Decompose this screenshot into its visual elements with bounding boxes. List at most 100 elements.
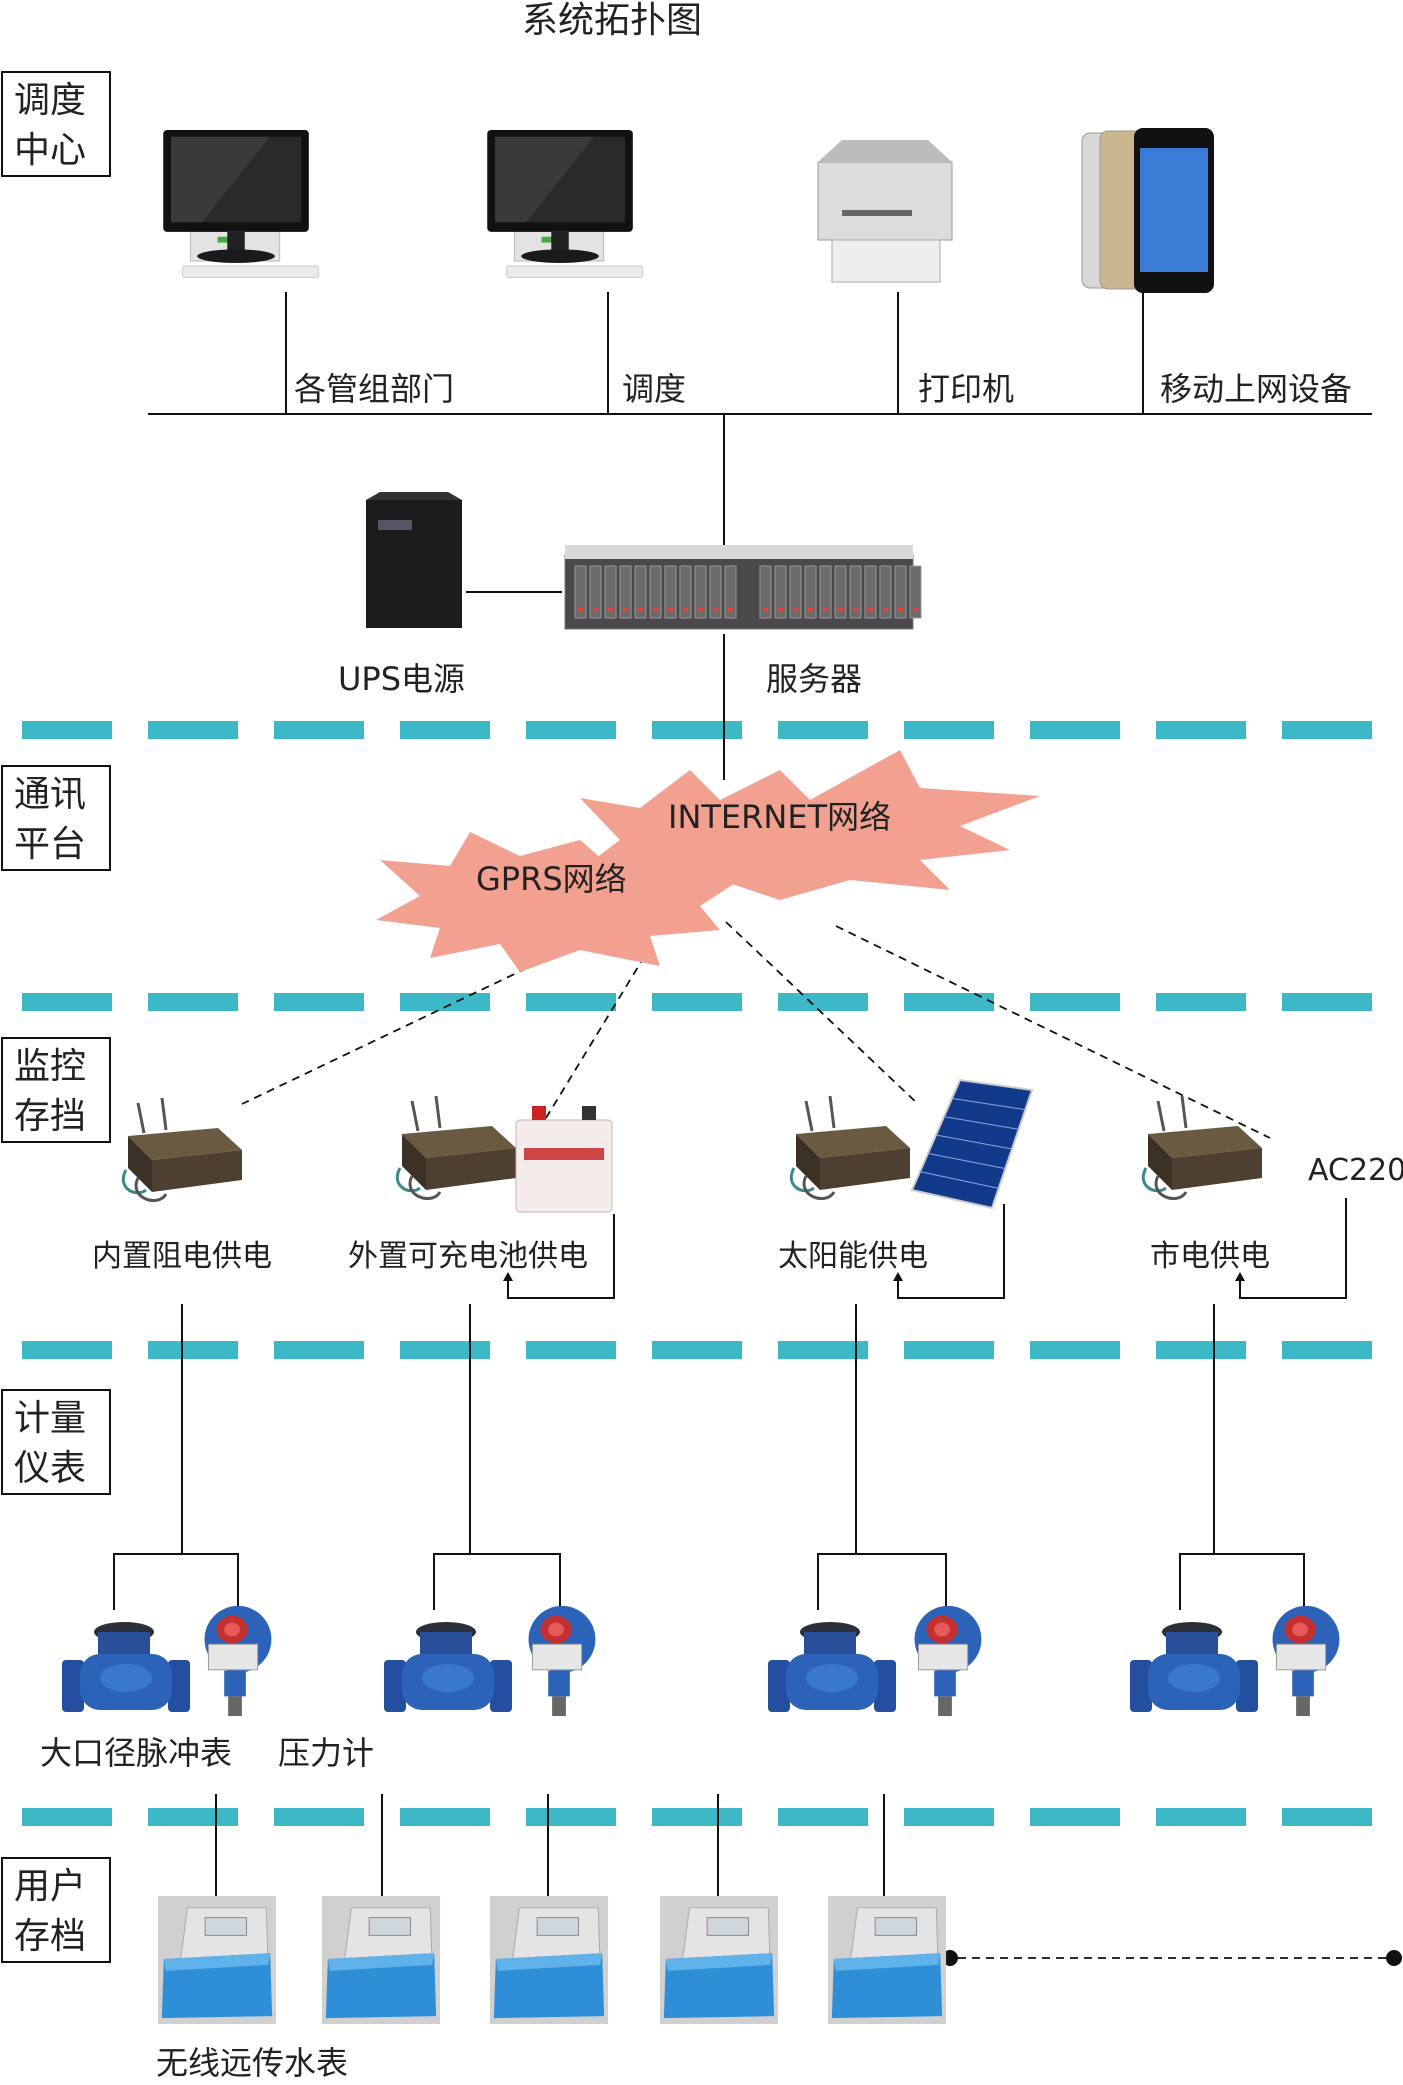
divider-dash: [400, 993, 490, 1011]
divider-dash: [652, 1808, 742, 1826]
divider-dash: [526, 1808, 616, 1826]
server-led: [578, 608, 583, 612]
divider-dash: [526, 1341, 616, 1359]
wireless-water-meter-image: [659, 1896, 779, 2024]
device-label-department: 各管组部门: [294, 370, 454, 408]
pressure-gauge-image: [914, 1605, 982, 1717]
zone-label-line2: 仪表: [14, 1448, 86, 1489]
server-led: [883, 608, 888, 612]
server-led: [683, 608, 688, 612]
server-led: [698, 608, 703, 612]
zone-box: [1, 1389, 111, 1495]
server-led: [593, 608, 598, 612]
divider-dash: [1156, 721, 1246, 739]
text-labels: 系统拓扑图调度中心通讯平台监控存挡计量仪表用户存档各管组部门调度打印机移动上网设…: [14, 0, 1403, 2082]
server-led: [653, 608, 658, 612]
wireless-gateway-image: [121, 1098, 244, 1203]
mains-feed-line: [1239, 1198, 1347, 1299]
meter-branch-line: [1179, 1553, 1305, 1610]
meter-branch-line: [433, 1553, 561, 1610]
divider-dash: [1030, 721, 1120, 739]
zone-box: [1, 1037, 111, 1143]
server-label: 服务器: [766, 660, 862, 698]
divider-dash: [400, 1808, 490, 1826]
server-bay: [634, 565, 647, 619]
wireless-water-meter-image: [321, 1896, 441, 2024]
divider-dash: [22, 1341, 112, 1359]
divider-dash: [904, 721, 994, 739]
server-led: [853, 608, 858, 612]
wireless-link-2: [545, 943, 653, 1119]
divider-dash: [1030, 1808, 1120, 1826]
unit-label-solar: 太阳能供电: [778, 1239, 928, 1274]
pulse-meter-image: [768, 1622, 896, 1712]
zone-label-line2: 存档: [14, 1916, 86, 1957]
pressure-gauge-image: [1272, 1605, 1340, 1717]
divider-dash: [778, 1341, 868, 1359]
divider-dash: [22, 721, 112, 739]
server-bay: [879, 565, 892, 619]
diagram-title: 系统拓扑图: [522, 0, 702, 41]
printer-lid: [818, 140, 952, 162]
server-led: [608, 608, 613, 612]
server-led: [808, 608, 813, 612]
server-led: [668, 608, 673, 612]
server-bay: [819, 565, 832, 619]
pulse-meter-image: [62, 1622, 190, 1712]
pressure-gauge-image: [204, 1605, 272, 1717]
server-led: [778, 608, 783, 612]
divider-dash: [904, 1808, 994, 1826]
solar-grid: [935, 1134, 1013, 1150]
solar-feed-line: [897, 1204, 1005, 1299]
server-bay: [804, 565, 817, 619]
divider-dash: [148, 1808, 238, 1826]
server-led: [713, 608, 718, 612]
zone-label-line1: 计量: [14, 1398, 86, 1439]
divider-dash: [1282, 721, 1372, 739]
divider-dash: [652, 993, 742, 1011]
server-bay: [759, 565, 772, 619]
solar-grid: [919, 1171, 999, 1189]
server-bay: [894, 565, 907, 619]
zone-box: [1, 71, 111, 177]
device-images: [1, 71, 1340, 2024]
pulse-meter-image: [384, 1622, 512, 1712]
divider-dash: [526, 993, 616, 1011]
zone-label-line1: 用户: [14, 1866, 86, 1907]
divider-dash: [526, 721, 616, 739]
printer-image: [817, 161, 953, 241]
divider-dash: [148, 1341, 238, 1359]
solar-grid: [951, 1097, 1026, 1111]
divider-dash: [778, 721, 868, 739]
ac220-label: AC220: [1308, 1153, 1403, 1188]
battery-feed-arrow: [503, 1272, 513, 1281]
divider-dash: [1282, 1808, 1372, 1826]
divider-dash: [1030, 993, 1120, 1011]
connector-lines: [113, 292, 1402, 1966]
server-bay: [694, 565, 707, 619]
wireless-water-meter-image: [489, 1896, 609, 2024]
battery-image: [515, 1119, 613, 1213]
pressure-gauge-image: [528, 1605, 596, 1717]
zone-label-line2: 平台: [14, 824, 86, 865]
server-led: [913, 608, 918, 612]
wireless-link-4: [835, 925, 1271, 1139]
desktop-computer-image: [162, 130, 320, 279]
server-led: [898, 608, 903, 612]
server-bay: [789, 565, 802, 619]
divider-dash: [274, 1808, 364, 1826]
solar-grid: [927, 1152, 1006, 1170]
battery-terminal: [532, 1106, 546, 1120]
divider-dash: [904, 1341, 994, 1359]
battery-terminal: [582, 1106, 596, 1120]
ups-image: [366, 500, 462, 628]
divider-dash: [400, 1341, 490, 1359]
server-led: [763, 608, 768, 612]
server-bay: [834, 565, 847, 619]
divider-dash: [1282, 993, 1372, 1011]
meter-branch-line: [113, 1553, 239, 1610]
zone-box: [1, 765, 111, 871]
divider-dash: [274, 993, 364, 1011]
divider-dash: [148, 721, 238, 739]
